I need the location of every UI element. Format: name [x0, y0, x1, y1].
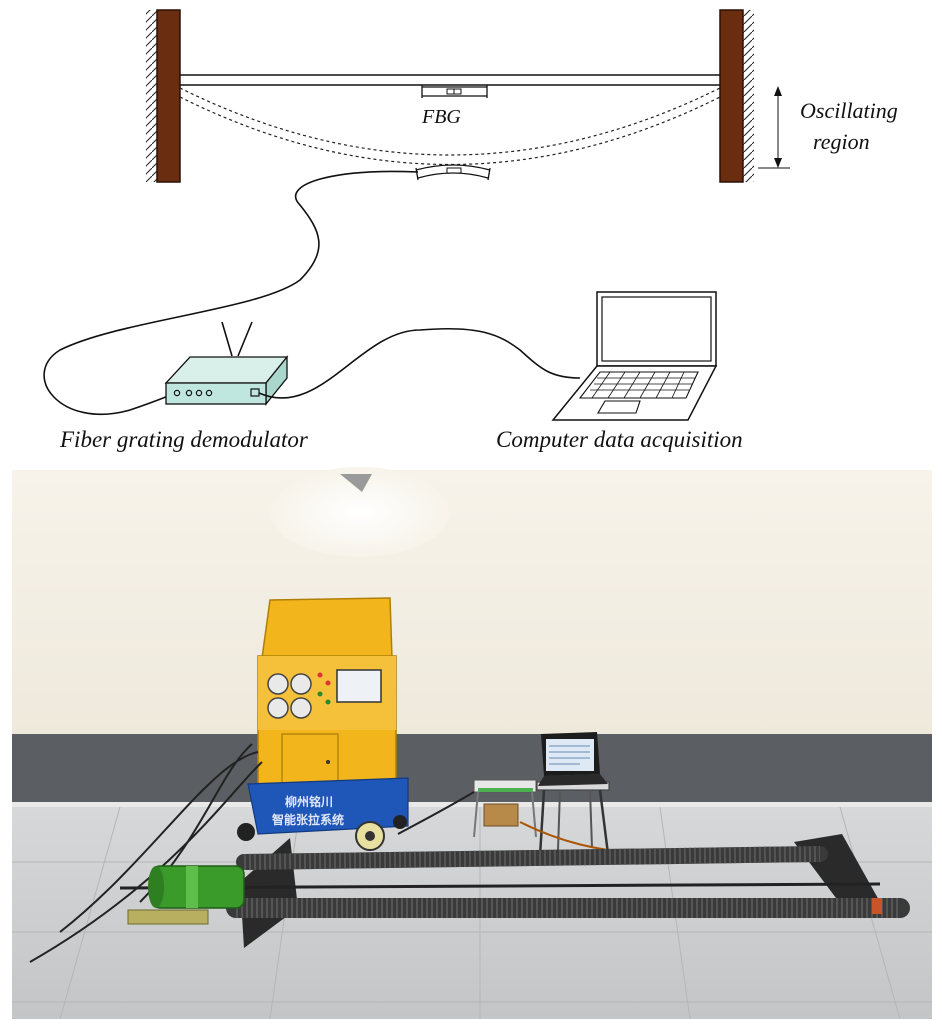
- fiber-cable: [43, 170, 419, 416]
- computer-label: Computer data acquisition: [496, 427, 743, 452]
- ceiling-lamp: [340, 474, 372, 492]
- laptop-computer: [551, 291, 718, 421]
- oscillating-label-line1: Oscillating: [800, 98, 898, 123]
- cart-text-line2: 智能张拉系统: [271, 812, 344, 827]
- data-cable: [258, 327, 581, 399]
- ceiling-lamp-glow: [270, 467, 450, 557]
- steel-beam: [180, 74, 720, 86]
- fiber-grating-demodulator: [164, 321, 289, 406]
- wall: [12, 470, 932, 736]
- tensioning-machine: 柳州铭川 智能张拉系统: [237, 597, 409, 851]
- fbg-sensor: [421, 85, 488, 98]
- wall-band: [12, 734, 932, 806]
- oscillating-region-arrow: [758, 86, 790, 169]
- demodulator-table: [473, 779, 537, 838]
- experiment-photo: 柳州铭川 智能张拉系统: [12, 467, 932, 1020]
- threaded-rod-frame: [119, 834, 910, 948]
- cart-text-line1: 柳州铭川: [285, 794, 333, 809]
- fbg-label: FBG: [421, 106, 461, 128]
- oscillating-label-line2: region: [813, 129, 870, 154]
- right-wall-support: [719, 9, 754, 183]
- left-wall-support: [146, 9, 181, 183]
- demodulator-label: Fiber grating demodulator: [59, 427, 309, 452]
- fbg-sensor-deflected: [415, 164, 491, 181]
- experiment-schematic: FBG Oscillating region: [43, 9, 898, 452]
- hydraulic-jack: [127, 865, 245, 925]
- laptop-stool: [536, 732, 610, 857]
